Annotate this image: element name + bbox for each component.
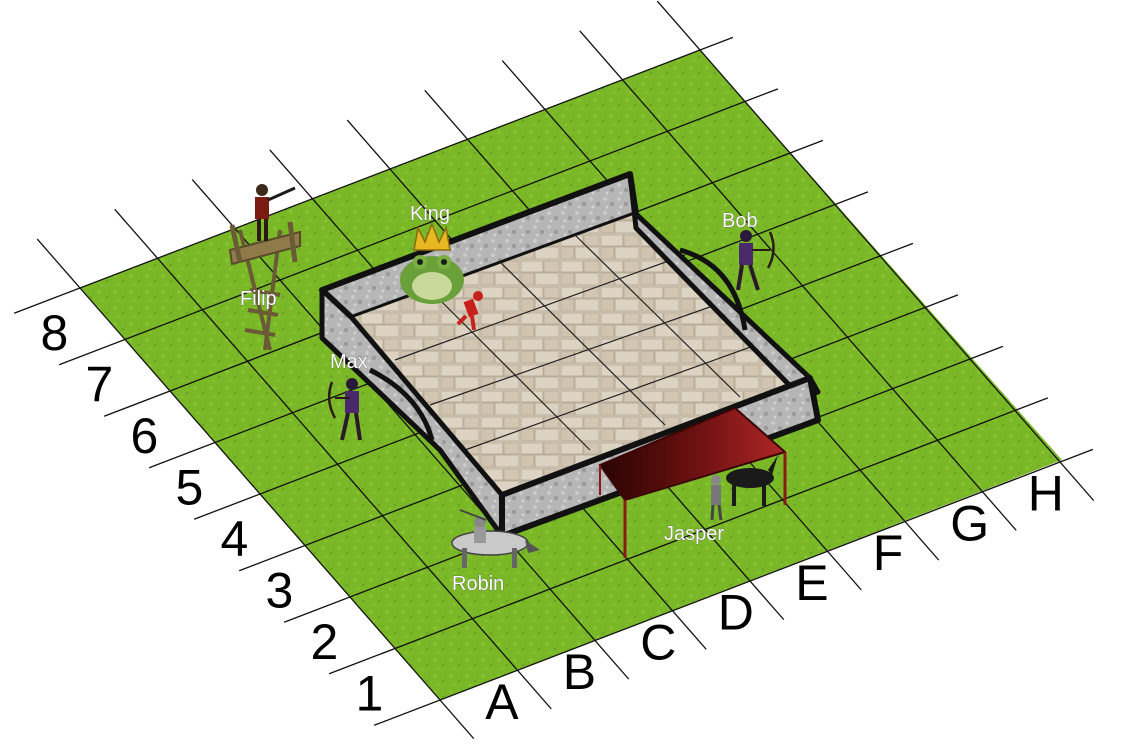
column-label: A: [485, 674, 519, 730]
row-label: 8: [40, 305, 68, 361]
unit-label-king: King: [410, 203, 450, 225]
knight-with-horse-icon: [710, 455, 778, 521]
grid-row-line: [373, 448, 1094, 726]
column-label: B: [563, 644, 596, 700]
red-tent: [598, 406, 788, 558]
crossbowman-on-tower-icon: [255, 184, 296, 241]
grid-row-line: [328, 397, 1049, 675]
row-label: 1: [355, 666, 383, 722]
column-label: D: [718, 585, 754, 641]
grid-column-line: [191, 179, 630, 680]
unit-label-bob: Bob: [722, 210, 758, 232]
grid-column-line: [656, 0, 1095, 502]
archer-icon: [736, 230, 775, 291]
unit-label-jasper: Jasper: [664, 523, 724, 545]
row-label: 7: [85, 357, 113, 413]
row-label: 2: [310, 614, 338, 670]
knight-on-horse-icon: [451, 509, 540, 568]
unit-label-max: Max: [330, 351, 368, 373]
grid-column-line: [36, 238, 475, 740]
column-label: F: [873, 525, 904, 581]
grid-row-line: [13, 36, 734, 314]
frog-king-icon: [400, 221, 464, 304]
column-label: E: [795, 555, 828, 611]
row-label: 4: [220, 511, 248, 567]
grid-row-line: [58, 88, 779, 366]
red-figure: [456, 291, 483, 331]
unit-label-robin: Robin: [452, 573, 504, 595]
watch-tower: [228, 221, 301, 351]
column-label: H: [1028, 466, 1064, 522]
archer-icon: [327, 378, 362, 441]
row-label: 5: [175, 460, 203, 516]
grid-column-line: [114, 208, 552, 710]
unit-label-filip: Filip: [240, 288, 277, 310]
grid-column-line: [579, 30, 1017, 531]
column-label: C: [640, 614, 676, 670]
row-label: 3: [265, 563, 293, 619]
row-label: 6: [130, 408, 158, 464]
column-label: G: [950, 495, 989, 551]
